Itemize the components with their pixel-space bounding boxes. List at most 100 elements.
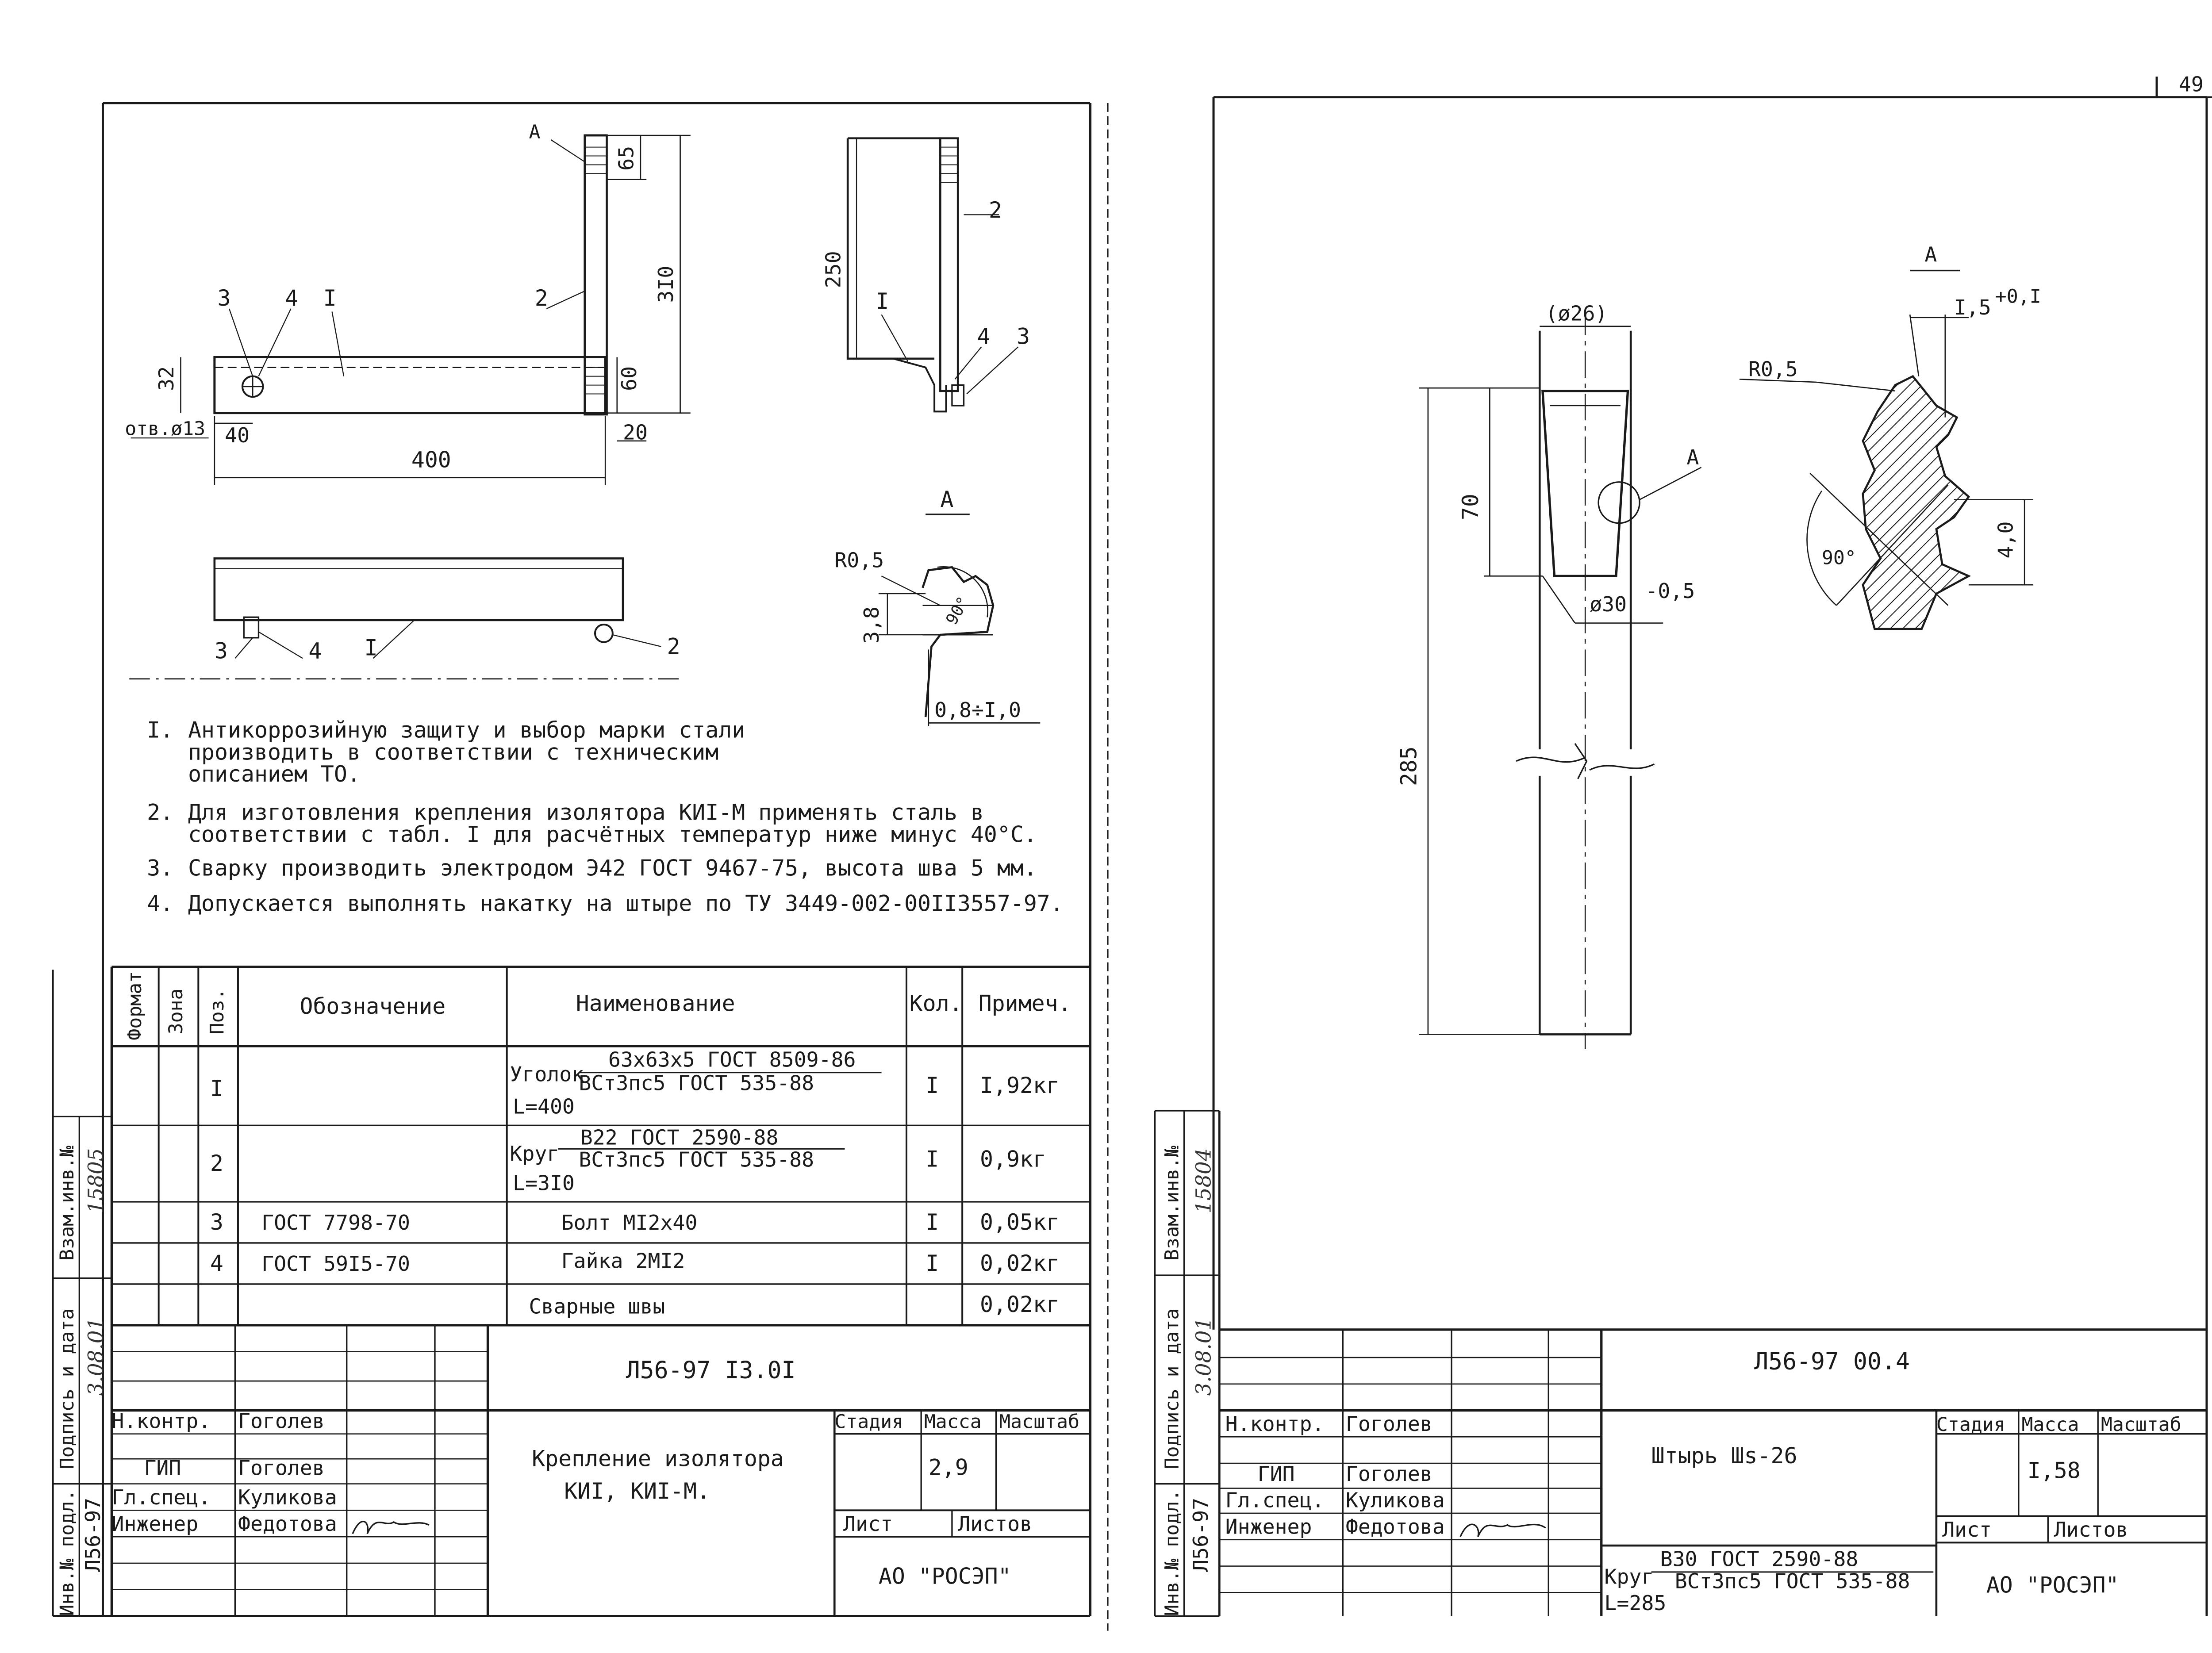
date-value-right: 3.08.01 <box>1191 1317 1215 1396</box>
mass-label-right: Масса <box>2022 1414 2079 1436</box>
detail-a-left: A R0,5 3,8 90° 0,8÷I,0 <box>834 487 1041 726</box>
row-2-note: 0,9кг <box>980 1146 1046 1172</box>
sheet-label: Лист <box>843 1512 893 1536</box>
detail-r05: R0,5 <box>834 548 884 572</box>
doc-title-line-2: КИI, КИI-М. <box>564 1478 710 1504</box>
row-1-length: L=400 <box>513 1095 575 1119</box>
dim-310: 3I0 <box>654 266 678 303</box>
doc-title-line-1: Крепление изолятора <box>532 1446 784 1472</box>
dim-400: 400 <box>411 447 451 473</box>
material-bottom: ВСт3пс5 ГОСТ 535-88 <box>1675 1569 1910 1593</box>
row-1-name-prefix: Уголок <box>510 1062 584 1086</box>
dim-hole: отв.ø13 <box>125 418 205 440</box>
dim-285: 285 <box>1396 746 1421 786</box>
row-2-name-bottom: ВСт3пс5 ГОСТ 535-88 <box>579 1147 814 1171</box>
dim-32: 32 <box>154 366 178 391</box>
name-gip: Гоголев <box>238 1456 325 1480</box>
callout-4: 4 <box>285 285 298 311</box>
sign-label: Подпись и дата <box>56 1308 78 1469</box>
row-2-name-prefix: Круг <box>510 1142 559 1166</box>
detail-a-title-right: A <box>1924 243 1937 267</box>
sign-label-right: Подпись и дата <box>1161 1308 1183 1469</box>
side-callout-2: 2 <box>989 197 1002 223</box>
detail-angle-90: 90° <box>1822 547 1856 569</box>
row-4-pos: 4 <box>210 1250 223 1276</box>
col-qty: Кол. <box>910 990 963 1016</box>
bottom-callout-1: I <box>365 635 378 661</box>
note-1-num: I. <box>147 717 173 743</box>
note-4-num: 4. <box>147 890 173 916</box>
col-pos: Поз. <box>206 988 228 1034</box>
detail-tol2-sup: +0,I <box>1995 286 2041 308</box>
specification-table: Формат Зона Поз. Обозначение Наименовани… <box>110 965 1091 1616</box>
dim-tol: -0,5 <box>1645 579 1695 603</box>
role-gip: ГИП <box>144 1456 181 1480</box>
dim-250: 250 <box>822 251 845 288</box>
detail-r05-right: R0,5 <box>1748 357 1798 381</box>
technical-notes: I. Антикоррозийную защиту и выбор марки … <box>147 717 1064 917</box>
dim-65: 65 <box>614 146 638 171</box>
side-callout-3: 3 <box>1017 324 1030 349</box>
note-2-line-1: Для изготовления крепления изолятора КИI… <box>188 800 984 825</box>
name-gip-right: Гоголев <box>1346 1462 1432 1486</box>
sheets-label: Листов <box>958 1512 1032 1536</box>
name-glspec: Куликова <box>238 1485 337 1509</box>
vzam-label-right: Взам.инв.№ <box>1161 1146 1183 1261</box>
detail-a-right: A I,5 +0,I R0,5 4,0 90° <box>1739 243 2041 630</box>
row-4-name: Гайка 2МI2 <box>561 1249 685 1273</box>
pin-view: (ø26) 70 285 ø30 -0,5 A <box>1396 301 1702 1049</box>
doc-code-right: Л56-97 00.4 <box>1754 1348 1910 1375</box>
side-stamp-right: Инв.№ подл. Подпись и дата Взам.инв.№ Л5… <box>1154 1110 1221 1617</box>
assembly-side-view: 250 I 2 4 3 <box>822 137 1030 413</box>
role-glspec-right: Гл.спец. <box>1225 1488 1325 1512</box>
row-5-name: Сварные швы <box>529 1294 665 1318</box>
row-4-designation: ГОСТ 59I5-70 <box>261 1252 410 1276</box>
callout-a: A <box>1686 445 1699 469</box>
organization: АО "РОСЭП" <box>879 1563 1011 1589</box>
material-prefix: Круг <box>1604 1565 1654 1588</box>
row-1-note: I,92кг <box>980 1073 1060 1098</box>
inv-label: Инв.№ подл. <box>56 1490 78 1616</box>
inv-value-right: Л56-97 <box>1189 1498 1213 1572</box>
vzam-value-right: 15804 <box>1191 1148 1215 1214</box>
assembly-front-view: 3 4 I 2 A 400 40 20 отв.ø13 32 60 3I0 65 <box>125 121 691 485</box>
vzam-label: Взам.инв.№ <box>56 1146 78 1261</box>
sheets-label-right: Листов <box>2054 1518 2128 1542</box>
inv-value: Л56-97 <box>81 1498 105 1572</box>
left-sheet: 3 4 I 2 A 400 40 20 отв.ø13 32 60 3I0 65 <box>52 102 1109 1631</box>
row-3-name: Болт МI2х40 <box>561 1211 698 1235</box>
callout-view-a: A <box>529 121 541 143</box>
col-name: Наименование <box>576 990 735 1016</box>
col-format: Формат <box>124 971 146 1040</box>
detail-tol2: I,5 <box>1954 295 1991 319</box>
scale-label-right: Масштаб <box>2101 1414 2181 1436</box>
note-1-line-3: описанием ТО. <box>188 761 361 787</box>
role-engineer-right: Инженер <box>1225 1515 1312 1539</box>
dim-70: 70 <box>1458 494 1483 520</box>
title-block-right: Л56-97 00.4 Штырь Шs-26 Стадия Масса Мас… <box>1219 1328 2207 1616</box>
row-3-pos: 3 <box>210 1209 223 1235</box>
note-3-line-1: Сварку производить электродом Э42 ГОСТ 9… <box>188 855 1037 881</box>
note-1-line-2: производить в соответствии с техническим <box>188 739 718 765</box>
row-1-qty: I <box>926 1073 939 1098</box>
bottom-callout-3: 3 <box>215 638 228 664</box>
note-2-line-2: соответствии с табл. I для расчётных тем… <box>188 821 1037 847</box>
row-2-name-top: В22 ГОСТ 2590-88 <box>580 1125 779 1149</box>
doc-title-right: Штырь Шs-26 <box>1651 1443 1797 1469</box>
page-number: 49 <box>2179 72 2204 96</box>
row-3-designation: ГОСТ 7798-70 <box>261 1211 410 1235</box>
name-nkontr: Гоголев <box>238 1409 325 1433</box>
dim-d26: (ø26) <box>1546 301 1608 325</box>
material-top: В30 ГОСТ 2590-88 <box>1660 1547 1859 1571</box>
detail-angle: 90° <box>942 593 973 628</box>
row-3-qty: I <box>926 1209 939 1235</box>
signature-right <box>1459 1523 1546 1537</box>
col-designation: Обозначение <box>300 993 445 1019</box>
row-1-name-top: 63х63х5 ГОСТ 8509-86 <box>608 1047 856 1071</box>
row-3-note: 0,05кг <box>980 1209 1060 1235</box>
stage-label: Стадия <box>834 1411 903 1433</box>
row-5-note: 0,02кг <box>980 1292 1060 1317</box>
name-engineer: Федотова <box>238 1512 337 1536</box>
mass-value-right: I,58 <box>2028 1457 2081 1483</box>
